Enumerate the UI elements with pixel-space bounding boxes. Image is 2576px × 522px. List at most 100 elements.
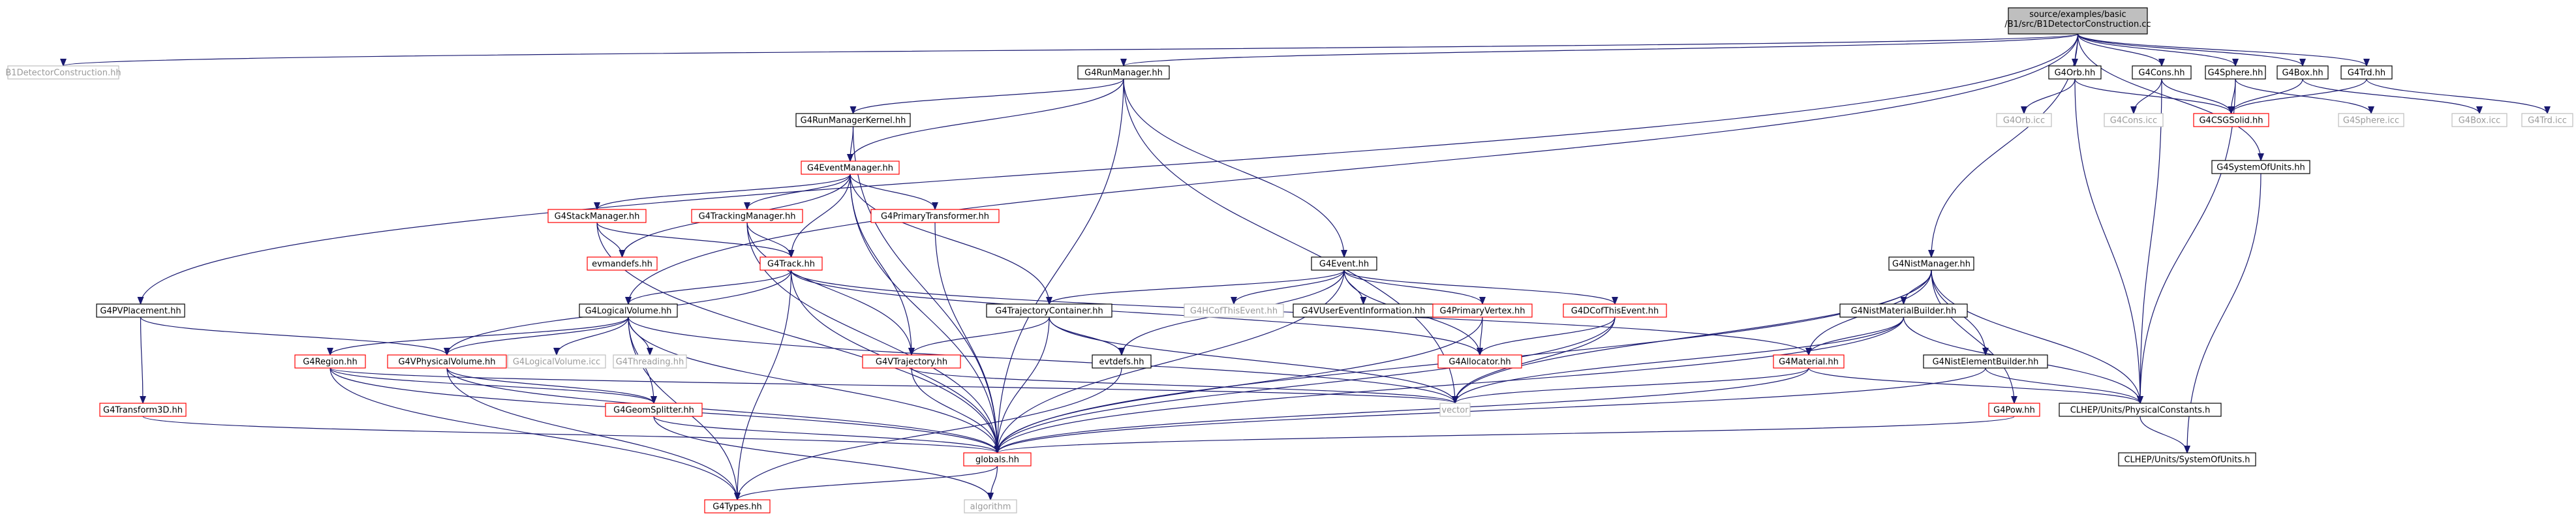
node-box-runkernel (795, 113, 911, 127)
node-box[interactable]: G4Box.hh (2277, 65, 2329, 80)
edge-trackmgr-to-vtraj (746, 222, 912, 355)
edge-orb-to-physconst (2074, 78, 2140, 403)
edge-nistelemb-to-physconst (1985, 367, 2140, 404)
node-vtraj[interactable]: G4VTrajectory.hh (862, 354, 961, 369)
node-stackmgr[interactable]: G4StackManager.hh (547, 209, 647, 223)
edge-trajcont-to-evtdefs (1049, 316, 1122, 356)
edge-stackmgr-to-evmandefs (596, 222, 622, 258)
node-label-sysunitsh: CLHEP/Units/SystemOfUnits.h (2124, 455, 2250, 465)
node-evmandefs[interactable]: evmandefs.hh (587, 256, 658, 271)
node-box-nistelemb (1923, 354, 2048, 369)
node-label-material: G4Material.hh (1779, 358, 1839, 367)
node-box-boxicc (2451, 113, 2507, 127)
edge-logvol-to-globals (628, 316, 998, 453)
node-runkernel[interactable]: G4RunManagerKernel.hh (795, 113, 911, 127)
node-box-track (759, 256, 823, 271)
edge-trajcont-to-vtraj (912, 316, 1050, 356)
node-track[interactable]: G4Track.hh (759, 256, 823, 271)
edge-cons-to-csgsolid (2161, 78, 2231, 114)
node-logvolicc: G4LogicalVolume.icc (507, 354, 606, 369)
edge-root-to-trd (2077, 33, 2367, 67)
node-box-root (2008, 7, 2148, 35)
node-physconst[interactable]: CLHEP/Units/PhysicalConstants.h (2059, 403, 2222, 417)
node-box-nistmgr (1888, 256, 1974, 271)
node-box-trajcont (986, 303, 1112, 318)
node-csgsolid[interactable]: G4CSGSolid.hh (2193, 113, 2269, 127)
node-label-dcof: G4DCofThisEvent.hh (1571, 307, 1659, 316)
edge-event-to-trajcont (1049, 269, 1345, 305)
node-primtrans[interactable]: G4PrimaryTransformer.hh (870, 209, 1000, 223)
edge-runmgr-to-globals (998, 78, 1124, 453)
node-box-primvertex (1432, 303, 1533, 318)
node-vuser[interactable]: G4VUserEventInformation.hh (1293, 303, 1434, 318)
node-box-pow (1988, 403, 2040, 417)
node-runmgr[interactable]: G4RunManager.hh (1077, 65, 1170, 80)
node-box-logvol (579, 303, 678, 318)
node-box-logvolicc (507, 354, 606, 369)
node-transform3d[interactable]: G4Transform3D.hh (99, 403, 187, 417)
node-trdicc: G4Trd.icc (2521, 113, 2573, 127)
edge-geomsplit-to-algorithm (653, 416, 990, 500)
edge-cons-to-consicc (2134, 78, 2162, 114)
node-label-threading: G4Threading.hh (616, 358, 684, 367)
node-label-evmandefs: evmandefs.hh (592, 260, 652, 269)
edge-runmgr-to-evmgr (850, 78, 1124, 161)
node-evmgr[interactable]: G4EventManager.hh (801, 161, 900, 175)
node-sphere[interactable]: G4Sphere.hh (2205, 65, 2266, 80)
node-box-evmandefs (587, 256, 658, 271)
node-globals[interactable]: globals.hh (963, 452, 1032, 467)
edge-root-to-logvol (628, 33, 2079, 304)
edge-runkernel-to-globals (852, 126, 998, 453)
node-box-algorithm (964, 499, 1017, 514)
node-label-trackmgr: G4TrackingManager.hh (699, 212, 796, 222)
node-label-vector: vector (1441, 406, 1469, 416)
node-consicc: G4Cons.icc (2104, 113, 2164, 127)
edge-logvol-to-region (330, 316, 629, 356)
node-vphys[interactable]: G4VPhysicalVolume.hh (387, 354, 507, 369)
edge-nistmatb-to-material (1809, 316, 1905, 356)
node-label-root: /B1/src/B1DetectorConstruction.cc (2004, 20, 2151, 29)
node-box-evtdefs (1092, 354, 1152, 369)
node-logvol[interactable]: G4LogicalVolume.hh (579, 303, 678, 318)
node-label-vtraj: G4VTrajectory.hh (876, 358, 947, 367)
edge-evmgr-to-globals (850, 174, 998, 453)
edge-nistmatb-to-globals (998, 316, 1905, 453)
edge-track-to-logvol (628, 269, 792, 305)
node-trackmgr[interactable]: G4TrackingManager.hh (691, 209, 803, 223)
node-primvertex[interactable]: G4PrimaryVertex.hh (1432, 303, 1533, 318)
node-nistmatb[interactable]: G4NistMaterialBuilder.hh (1839, 303, 1968, 318)
node-types[interactable]: G4Types.hh (704, 499, 771, 514)
node-material[interactable]: G4Material.hh (1773, 354, 1845, 369)
edge-region-to-geomsplit (330, 367, 654, 404)
node-dcof[interactable]: G4DCofThisEvent.hh (1563, 303, 1667, 318)
node-label-orbicc: G4Orb.icc (2003, 116, 2045, 126)
node-allocator[interactable]: G4Allocator.hh (1437, 354, 1522, 369)
node-box-geomsplit (605, 403, 703, 417)
node-nistmgr[interactable]: G4NistManager.hh (1888, 256, 1974, 271)
edge-globals-to-algorithm (990, 465, 998, 500)
node-trajcont[interactable]: G4TrajectoryContainer.hh (986, 303, 1112, 318)
edge-orb-to-csgsolid (2074, 78, 2231, 114)
node-cons[interactable]: G4Cons.hh (2132, 65, 2192, 80)
node-pvplacement[interactable]: G4PVPlacement.hh (96, 303, 185, 318)
node-label-nistmgr: G4NistManager.hh (1892, 260, 1970, 269)
node-sysunitsh[interactable]: CLHEP/Units/SystemOfUnits.h (2118, 452, 2256, 467)
edge-evmgr-to-track (791, 174, 851, 257)
node-evtdefs[interactable]: evtdefs.hh (1092, 354, 1152, 369)
edge-event-to-globals (998, 269, 1345, 453)
node-sysunits[interactable]: G4SystemOfUnits.hh (2211, 160, 2310, 174)
node-trd[interactable]: G4Trd.hh (2340, 65, 2393, 80)
node-orb[interactable]: G4Orb.hh (2048, 65, 2102, 80)
node-box-dcof (1563, 303, 1667, 318)
node-pow[interactable]: G4Pow.hh (1988, 403, 2040, 417)
node-nistelemb[interactable]: G4NistElementBuilder.hh (1923, 354, 2048, 369)
node-box-b1dc (7, 65, 119, 80)
node-label-geomsplit: G4GeomSplitter.hh (613, 406, 694, 416)
edge-event-to-hcof (1234, 269, 1345, 305)
node-region[interactable]: G4Region.hh (294, 354, 366, 369)
edge-vtraj-to-vector (911, 367, 1455, 404)
node-geomsplit[interactable]: G4GeomSplitter.hh (605, 403, 703, 417)
node-label-sphere: G4Sphere.hh (2208, 69, 2263, 78)
node-event[interactable]: G4Event.hh (1311, 256, 1377, 271)
edge-evmgr-to-vtraj (850, 174, 912, 355)
